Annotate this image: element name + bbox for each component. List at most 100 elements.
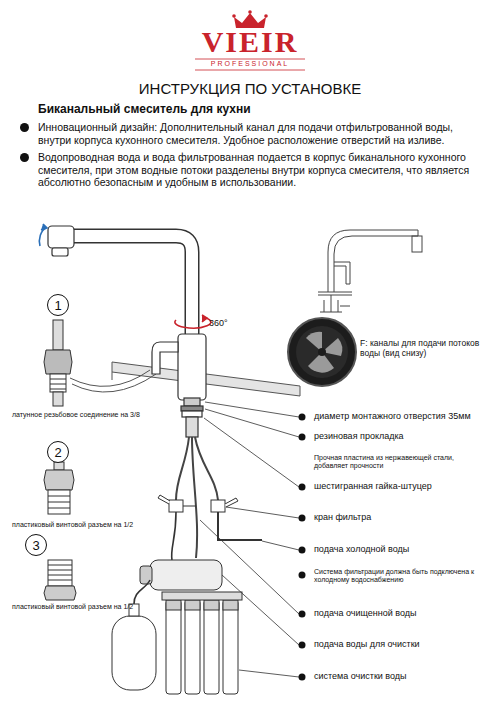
part-note: Прочная пластина из нержавеющей стали, д… (314, 454, 464, 471)
part-label: диаметр монтажного отверстия 35мм (314, 411, 496, 422)
filter-system (150, 560, 222, 590)
swivel-arrow (175, 315, 211, 328)
brass-fitting (50, 389, 66, 390)
valves (218, 512, 262, 540)
callout-dot (299, 642, 306, 649)
callout-number: 2 (54, 446, 61, 459)
channels-bottom-view (288, 318, 356, 386)
brass-fitting (44, 350, 72, 374)
leader-lines (204, 418, 299, 487)
fitting-caption: пластиковый винтовой разъем на 1/2 (12, 521, 182, 529)
part-label: подача очищенной воды (314, 608, 496, 619)
countertop (112, 372, 113, 380)
fitting-caption: латунное резьбовое соединение на 3/8 (12, 411, 182, 419)
callout-circle: 2 (47, 441, 69, 463)
part-label: подача воды для очистки (314, 639, 496, 650)
profile-drawing (318, 230, 422, 312)
faucet (184, 398, 200, 406)
plastic-fitting-b (48, 570, 72, 571)
callout-circle: 1 (47, 294, 69, 316)
leader-lines (262, 541, 299, 550)
plastic-fitting-a (54, 462, 64, 470)
logo-crown (248, 10, 252, 14)
brand-logo: VIEIR (0, 24, 500, 60)
logo-rule (195, 59, 305, 60)
faucet (178, 334, 206, 400)
callout-dot (299, 515, 306, 522)
filter-system (112, 560, 242, 694)
hoses (192, 437, 197, 558)
plastic-fitting-b (44, 560, 76, 600)
callout-dot (299, 611, 306, 618)
profile-drawing (340, 306, 350, 307)
profile-drawing (320, 312, 342, 313)
filter-system (185, 600, 200, 610)
channels-bottom-view (288, 318, 356, 386)
logo-rule (195, 70, 305, 71)
filter-system (223, 600, 238, 694)
rotation-angle: 360° (209, 318, 243, 329)
leader-lines (222, 575, 299, 645)
leader-lines (239, 670, 299, 677)
callout-dot (299, 414, 306, 681)
plastic-fitting-a (48, 508, 70, 509)
plastic-fitting-a (44, 470, 74, 490)
valves (158, 495, 170, 504)
faucet (182, 411, 202, 417)
plastic-fitting-a (48, 496, 70, 497)
logo-crown (264, 14, 268, 18)
valves (225, 498, 238, 507)
part-note: Система фильтрации должна быть подключен… (314, 568, 489, 585)
callout-number: 3 (32, 539, 39, 552)
faucet (70, 236, 192, 338)
rotation-arrow (39, 224, 47, 246)
fitting-caption: пластиковый винтовой разъем на 1/2 (12, 603, 182, 611)
filter-system (162, 592, 242, 600)
callout-dot (299, 547, 306, 554)
faucet (48, 226, 74, 248)
profile-drawing (338, 300, 339, 312)
profile-drawing (334, 262, 350, 284)
brass-fitting (53, 320, 63, 350)
plastic-fitting-a (48, 502, 70, 503)
part-label: резиновая прокладка (314, 431, 496, 442)
logo-crown (232, 14, 236, 18)
brand-tagline: PROFESSIONAL (0, 60, 500, 68)
faucet (181, 406, 203, 411)
callout-dot (299, 484, 306, 491)
valves (183, 506, 196, 507)
plastic-fitting-b (48, 580, 72, 581)
brass-fitting (50, 374, 66, 392)
profile-drawing (412, 236, 422, 252)
leader-lines (226, 507, 299, 518)
bullet-text: Инновационный дизайн: Дополнительный кан… (38, 121, 488, 146)
brass-fitting (44, 320, 72, 406)
bullet-dot (20, 153, 29, 162)
faucet (152, 342, 178, 374)
filter-system (223, 600, 238, 610)
brass-fitting (50, 379, 66, 380)
profile-drawing (318, 292, 352, 293)
subtitle: Биканальный смеситель для кухни (38, 102, 458, 116)
profile-drawing (328, 230, 418, 292)
callout-dot (299, 414, 306, 421)
hoses (176, 437, 218, 558)
faucet (52, 248, 68, 256)
page-title: ИНСТРУКЦИЯ ПО УСТАНОВКЕ (0, 80, 500, 98)
bullet-dot (20, 123, 29, 132)
hoses (195, 437, 218, 500)
view-caption: F: каналы для подачи потоков воды (вид с… (360, 338, 494, 358)
profile-drawing (331, 295, 332, 312)
callout-dot (299, 434, 306, 441)
faucet (186, 417, 198, 437)
plastic-fitting-b (48, 565, 72, 566)
filter-system (204, 600, 219, 694)
bullet-text: Водопроводная вода и вода фильтрованная … (38, 151, 488, 189)
profile-drawing (324, 300, 325, 312)
valves (158, 495, 262, 560)
valves (172, 512, 176, 560)
filter-system (134, 580, 150, 604)
swivel-arrow (202, 315, 207, 322)
leader-lines (205, 409, 299, 437)
